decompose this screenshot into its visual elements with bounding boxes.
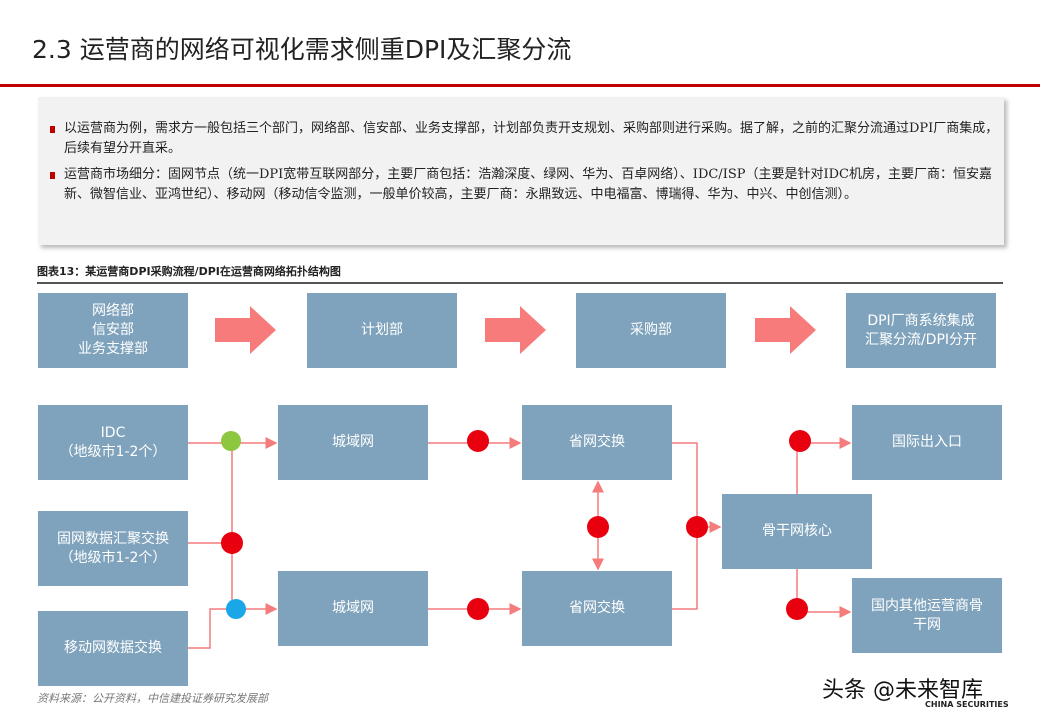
flow-arrow — [485, 306, 546, 354]
node-domestic-carriers: 国内其他运营商骨 干网 — [852, 578, 1002, 653]
node-dot-red — [467, 430, 489, 452]
summary-bullet: 运营商市场细分：固网节点（统一DPI宽带互联网部分，主要厂商包括：浩瀚深度、绿网… — [50, 165, 1004, 205]
node-dot-blue — [226, 599, 246, 619]
node-fixed-aggregation: 固网数据汇聚交换 （地级市1-2个） — [38, 511, 188, 586]
brand-logo-text: CHINA SECURITIES — [925, 700, 1009, 709]
node-backbone: 骨干网核心 — [722, 494, 872, 569]
connector-line — [188, 442, 233, 609]
figure-divider — [37, 282, 1003, 284]
page-title: 2.3 运营商的网络可视化需求侧重DPI及汇聚分流 — [32, 35, 572, 64]
title-divider — [0, 84, 1040, 87]
flow-box-planning: 计划部 — [307, 293, 457, 368]
node-metro-1: 城域网 — [278, 405, 428, 480]
node-dot-red — [686, 516, 708, 538]
flow-box-dpi-vendor: DPI厂商系统集成 汇聚分流/DPI分开 — [846, 293, 996, 368]
summary-box: 以运营商为例，需求方一般包括三个部门，网络部、信安部、业务支撑部，计划部负责开支… — [38, 97, 1004, 245]
flow-arrow — [215, 306, 276, 354]
flow-arrow — [755, 306, 816, 354]
flow-arrows — [215, 306, 816, 354]
node-provincial-1: 省网交换 — [522, 405, 672, 480]
flow-box-procurement: 采购部 — [576, 293, 726, 368]
watermark: 头条 @未来智库 — [822, 678, 983, 703]
node-mobile-exchange: 移动网数据交换 — [38, 611, 188, 686]
node-idc: IDC （地级市1-2个） — [38, 405, 188, 480]
node-dot-red — [467, 598, 489, 620]
node-metro-2: 城域网 — [278, 571, 428, 646]
summary-bullet: 以运营商为例，需求方一般包括三个部门，网络部、信安部、业务支撑部，计划部负责开支… — [50, 119, 1004, 159]
node-dot-red — [789, 430, 811, 452]
node-provincial-2: 省网交换 — [522, 571, 672, 646]
node-dot-green — [221, 431, 241, 451]
node-dot-red — [587, 516, 609, 538]
node-international: 国际出入口 — [852, 405, 1002, 480]
node-dot-red — [786, 598, 808, 620]
source-note: 资料来源：公开资料，中信建投证券研究发展部 — [37, 692, 268, 705]
node-dot-red — [221, 532, 243, 554]
figure-title: 图表13：某运营商DPI采购流程/DPI在运营商网络拓扑结构图 — [37, 265, 341, 278]
flow-box-departments: 网络部 信安部 业务支撑部 — [38, 293, 188, 368]
